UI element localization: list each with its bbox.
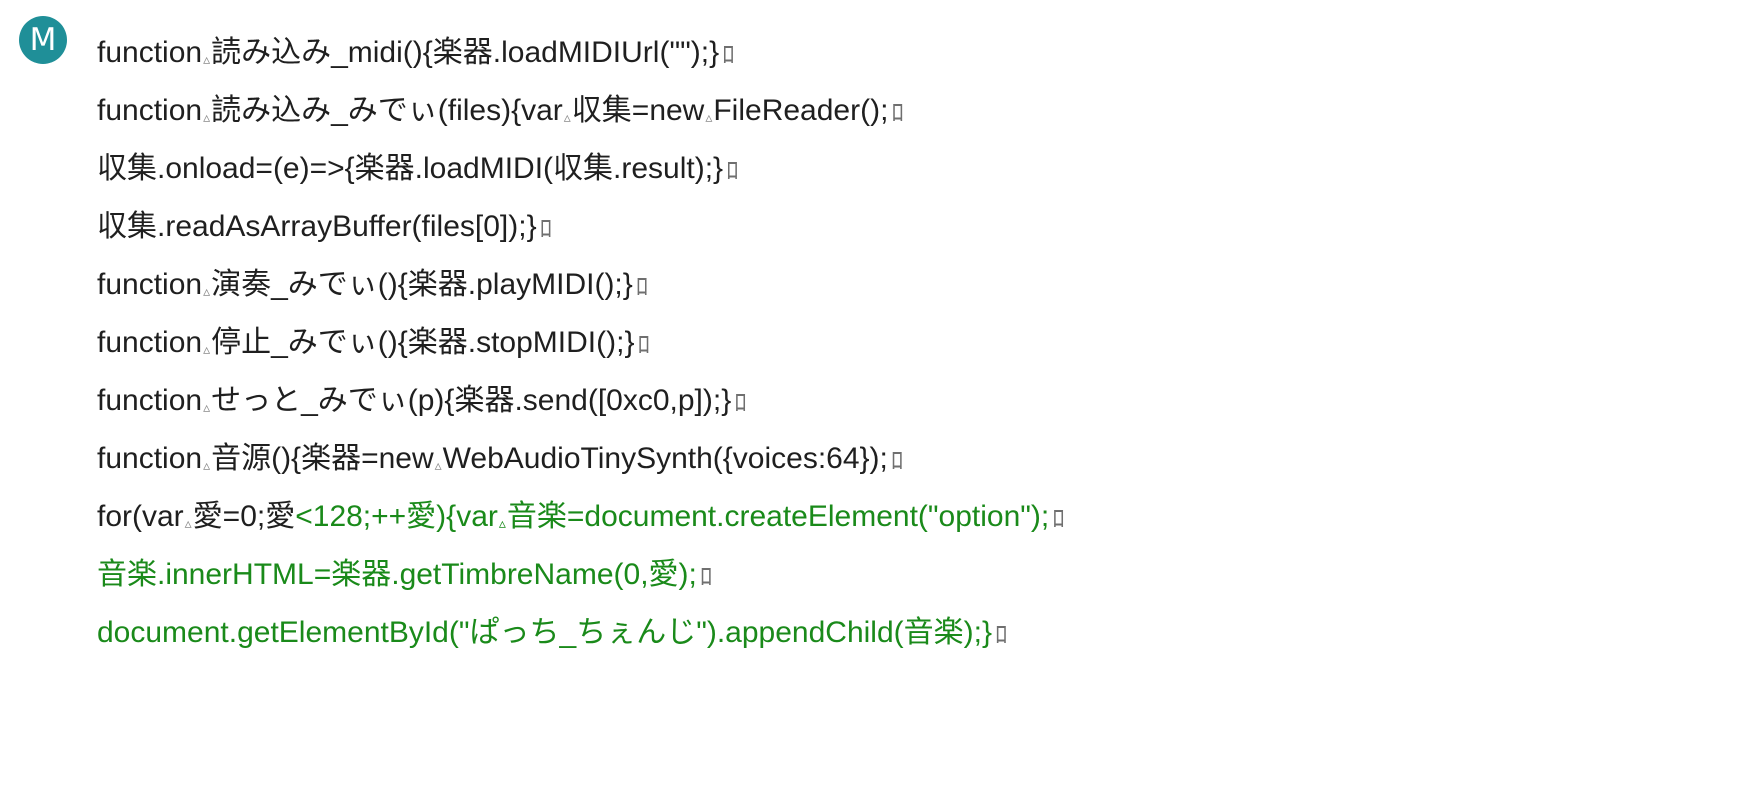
space-marker-icon: ▵ [203,283,211,299]
code-token: <128;++愛){var [295,500,498,533]
code-token: 収集.onload=(e)=>{楽器.loadMIDI(収集.result);} [97,152,724,185]
space-marker-icon: ▵ [498,515,506,531]
code-line[interactable]: function▵読み込み_midi(){楽器.loadMIDIUrl("");… [97,24,1697,82]
code-line[interactable]: function▵停止_みでぃ(){楽器.stopMIDI();}ﾛ [97,314,1697,372]
code-line[interactable]: function▵読み込み_みでぃ(files){var▵収集=new▵File… [97,82,1697,140]
return-curl-icon: ﾛ [637,331,650,359]
space-marker-icon: ▵ [203,109,211,125]
space-marker-icon: ▵ [203,399,211,415]
code-token: 収集=new [571,94,705,127]
code-line[interactable]: function▵演奏_みでぃ(){楽器.playMIDI();}ﾛ [97,256,1697,314]
return-curl-icon: ﾛ [539,215,553,243]
space-marker-icon: ▵ [203,457,211,473]
code-editor[interactable]: function▵読み込み_midi(){楽器.loadMIDIUrl("");… [97,24,1697,662]
code-token: document.getElementById("ぱっち_ちぇんじ").appe… [97,616,992,649]
code-line[interactable]: function▵せっと_みでぃ(p){楽器.send([0xc0,p]);}ﾛ [97,372,1697,430]
code-token: WebAudioTinySynth({voices:64}); [442,442,888,475]
code-line[interactable]: function▵音源(){楽器=new▵WebAudioTinySynth({… [97,430,1697,488]
return-curl-icon: ﾛ [734,389,747,417]
space-marker-icon: ▵ [563,109,571,125]
return-curl-icon: ﾛ [726,157,739,185]
code-token: 読み込み_midi(){楽器.loadMIDIUrl("");} [211,36,720,69]
code-token: 収集.readAsArrayBuffer(files[0]);} [97,210,537,243]
code-token: 停止_みでぃ(){楽器.stopMIDI();} [211,326,635,359]
code-token: せっと_みでぃ(p){楽器.send([0xc0,p]);} [211,384,732,417]
code-token: 演奏_みでぃ(){楽器.playMIDI();} [211,268,633,301]
code-line[interactable]: 音楽.innerHTML=楽器.getTimbreName(0,愛);ﾛ [97,546,1697,604]
space-marker-icon: ▵ [434,457,442,473]
avatar: M [19,16,67,64]
code-token: function [97,36,203,69]
return-curl-icon: ﾛ [1052,505,1065,533]
code-line[interactable]: for(var▵愛=0;愛<128;++愛){var▵音楽=document.c… [97,488,1697,546]
space-marker-icon: ▵ [203,51,211,67]
return-curl-icon: ﾛ [994,621,1008,649]
return-curl-icon: ﾛ [890,447,904,475]
code-line[interactable]: 収集.onload=(e)=>{楽器.loadMIDI(収集.result);}… [97,140,1697,198]
return-curl-icon: ﾛ [635,273,649,301]
return-curl-icon: ﾛ [891,99,904,127]
code-token: function [97,442,203,475]
space-marker-icon: ▵ [705,109,713,125]
code-token: 音楽=document.createElement("option"); [506,500,1050,533]
code-token: function [97,326,203,359]
code-token: for(var [97,500,184,533]
code-token: 読み込み_みでぃ(files){var [211,94,563,127]
code-token: function [97,268,203,301]
code-token: function [97,384,203,417]
space-marker-icon: ▵ [184,515,192,531]
code-token: 音楽.innerHTML=楽器.getTimbreName(0,愛); [97,558,697,591]
return-curl-icon: ﾛ [699,563,713,591]
code-token: FileReader(); [713,94,889,127]
space-marker-icon: ▵ [203,341,211,357]
code-token: 音源(){楽器=new [211,442,434,475]
code-token: function [97,94,203,127]
return-curl-icon: ﾛ [722,41,735,69]
code-token: 愛=0;愛 [192,500,296,533]
code-line[interactable]: document.getElementById("ぱっち_ちぇんじ").appe… [97,604,1697,662]
code-line[interactable]: 収集.readAsArrayBuffer(files[0]);}ﾛ [97,198,1697,256]
